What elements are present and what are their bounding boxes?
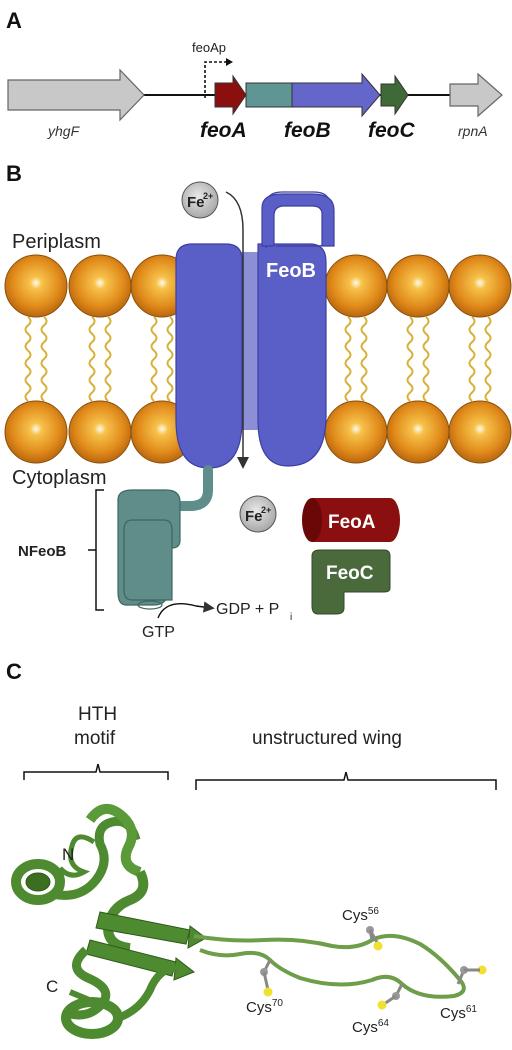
gene-feoC-arrow	[380, 74, 409, 116]
lipid-tail	[166, 316, 174, 402]
feoc-protein	[311, 549, 391, 615]
cys56-label: Cys56	[342, 906, 379, 924]
lipid-head	[68, 254, 132, 318]
nfeob-subdomain	[123, 519, 173, 601]
gene-yhgF-arrow	[7, 68, 145, 122]
nfeob-linker	[171, 465, 213, 511]
feoa-protein-end	[302, 498, 322, 542]
c-terminus-label: C	[46, 977, 58, 996]
gene-yhgF-label: yhgF	[47, 123, 81, 139]
lipid-head	[448, 254, 512, 318]
lipid-head	[386, 400, 450, 464]
iron-cytoplasm-charge: 2+	[261, 505, 271, 515]
gene-rpnA-label: rpnA	[458, 123, 488, 139]
cys56-sidechain	[366, 926, 383, 951]
gene-feoA-label: feoA	[200, 119, 247, 142]
wing-bracket	[195, 771, 497, 790]
cys64-label: Cys64	[352, 1018, 389, 1036]
wing-ribbon	[193, 933, 466, 999]
panel-b-letter: B	[6, 161, 22, 186]
lipid-tail	[406, 316, 414, 402]
lipid-tail	[422, 316, 430, 402]
lipid-tail	[360, 316, 368, 402]
feoa-protein	[312, 498, 390, 542]
lipid-tail	[344, 316, 352, 402]
gdp-label: GDP + P	[216, 601, 279, 618]
panel-c: C HTH motif unstructured wing	[6, 659, 497, 1039]
feoa-label: FeoA	[328, 512, 376, 533]
promoter-arrowhead	[226, 58, 233, 66]
cys56-label-name: Cys	[342, 907, 368, 924]
gene-feoC-label: feoC	[368, 119, 416, 142]
hth-label-line1: HTH	[78, 704, 117, 725]
lipid-tail	[40, 316, 48, 402]
lipid-tail	[484, 316, 492, 402]
cys64-sidechain	[377, 983, 404, 1010]
gene-feoB-arrow	[291, 72, 381, 118]
panel-a: A yhgF feoAp feoA feoB feoC rpnA	[6, 8, 503, 142]
lipid-head	[324, 254, 388, 318]
iron-periplasm-charge: 2+	[203, 191, 213, 201]
gtp-label: GTP	[142, 624, 175, 641]
feob-transmembrane-left	[175, 243, 243, 469]
gene-feoA-arrow	[214, 74, 247, 116]
feoc-label: FeoC	[326, 563, 374, 584]
panel-a-letter: A	[6, 8, 22, 33]
hth-bracket	[23, 763, 169, 780]
promoter-arrow	[204, 61, 228, 98]
cys70-label-name: Cys	[246, 999, 272, 1016]
gene-rpnA-arrow	[449, 72, 503, 118]
lipid-tail	[104, 316, 112, 402]
panel-b: B FeoB Fe 2+ Fe 2+ Periplasm Cytoplasm	[4, 161, 512, 641]
feoa-protein-cap	[380, 498, 400, 542]
iron-cytoplasm-symbol: Fe	[245, 508, 263, 525]
cytoplasm-label: Cytoplasm	[12, 467, 106, 489]
cys61-label: Cys61	[440, 1004, 477, 1022]
iron-periplasm-symbol: Fe	[187, 194, 205, 211]
wing-label: unstructured wing	[252, 728, 402, 749]
lipid-head	[4, 400, 68, 464]
periplasm-label: Periplasm	[12, 231, 101, 253]
n-terminus-label: N	[62, 845, 74, 864]
feob-label: FeoB	[266, 260, 316, 282]
gtp-hydrolysis-arrow	[157, 601, 215, 619]
gene-feoB-n-domain	[245, 82, 293, 108]
lipid-head	[386, 254, 450, 318]
hth-ribbon	[11, 804, 207, 1039]
lipid-head	[448, 400, 512, 464]
feob-periplasmic-loop	[261, 193, 335, 247]
lipid-tails	[24, 316, 492, 402]
lipid-head	[68, 400, 132, 464]
cys61-number: 61	[466, 1004, 478, 1015]
nfeob-bracket	[88, 489, 104, 611]
nfeob-label: NFeoB	[18, 543, 67, 560]
iron-ion-cytoplasm	[239, 495, 277, 533]
cys64-number: 64	[378, 1018, 390, 1029]
feob-transmembrane-right	[257, 243, 327, 467]
lipid-head	[4, 254, 68, 318]
cys70-label: Cys70	[246, 998, 283, 1016]
lipid-heads	[4, 254, 512, 464]
cys70-sidechain	[260, 959, 273, 997]
cys56-number: 56	[368, 906, 380, 917]
nfeob-nucleotide-site	[137, 600, 163, 610]
panel-c-letter: C	[6, 659, 22, 684]
cys61-label-name: Cys	[440, 1005, 466, 1022]
lipid-tail	[24, 316, 32, 402]
cys70-number: 70	[272, 998, 284, 1009]
cys64-label-name: Cys	[352, 1019, 378, 1036]
cys61-sidechain	[456, 965, 487, 985]
gene-feoB-label: feoB	[284, 119, 331, 142]
iron-transport-arrow	[225, 191, 249, 469]
promoter-label: feoAp	[192, 40, 226, 55]
hth-label-line2: motif	[74, 728, 116, 749]
lipid-tail	[468, 316, 476, 402]
lipid-tail	[88, 316, 96, 402]
lipid-head	[324, 400, 388, 464]
iron-ion-periplasm	[181, 181, 219, 219]
lipid-tail	[150, 316, 158, 402]
gdp-phosphate-subscript: i	[290, 612, 292, 623]
